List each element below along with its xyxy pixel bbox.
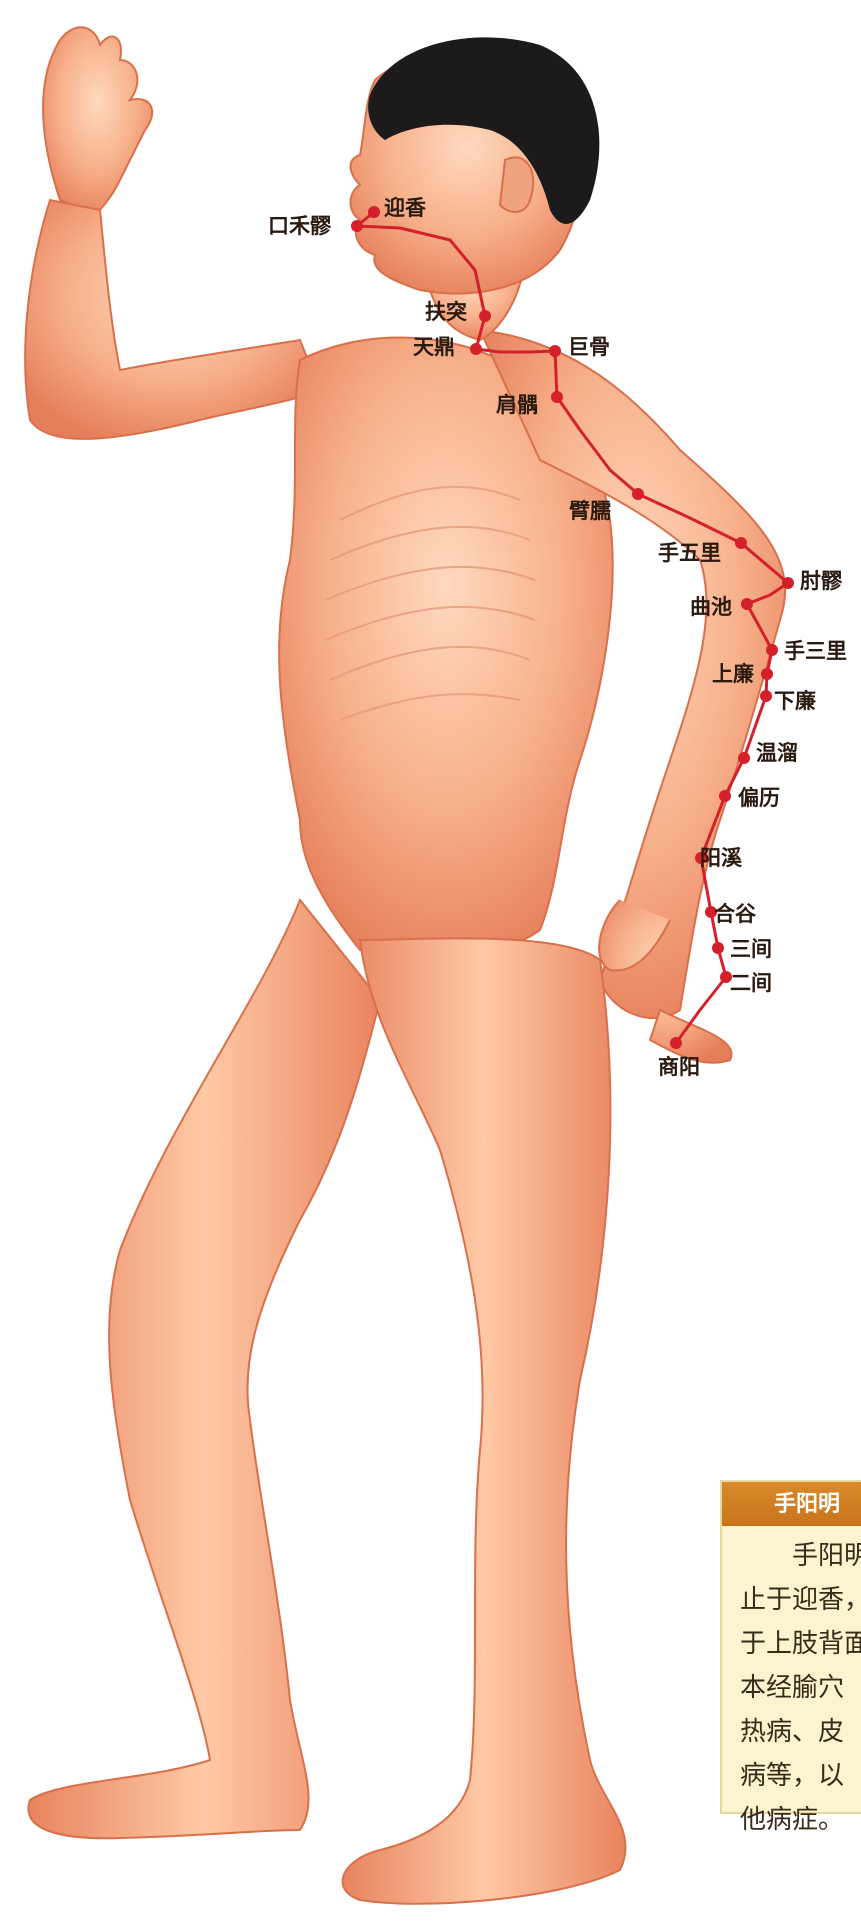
info-card-line: 本经腧穴 bbox=[740, 1666, 861, 1710]
acupoint-dot bbox=[670, 1037, 682, 1049]
label-hegu: 合谷 bbox=[714, 903, 756, 924]
info-card-line: 病等，以 bbox=[740, 1754, 861, 1798]
label-erjian: 二间 bbox=[730, 972, 772, 993]
acupoint-dot bbox=[782, 577, 794, 589]
acupoint-dot bbox=[479, 310, 491, 322]
acupoint-dot bbox=[368, 206, 380, 218]
acupoint-dot bbox=[735, 537, 747, 549]
info-card-line: 热病、皮 bbox=[740, 1710, 861, 1754]
label-quchi: 曲池 bbox=[690, 596, 732, 617]
info-card-title: 手阳明 bbox=[722, 1482, 861, 1526]
info-card-line: 于上肢背面 bbox=[740, 1622, 861, 1666]
label-yingxiang: 迎香 bbox=[384, 197, 426, 218]
label-yangxi: 阳溪 bbox=[700, 847, 742, 868]
acupoint-dot bbox=[766, 644, 778, 656]
back-leg bbox=[28, 900, 380, 1838]
label-pianli: 偏历 bbox=[738, 787, 780, 808]
info-card-line: 他病症。 bbox=[740, 1798, 861, 1842]
acupoint-dot bbox=[738, 752, 750, 764]
label-kouheliao: 口禾髎 bbox=[268, 215, 331, 236]
label-shouwuli: 手五里 bbox=[658, 542, 721, 563]
info-card-line: 止于迎香， bbox=[740, 1578, 861, 1622]
acupoint-dot bbox=[760, 690, 772, 702]
front-leg bbox=[343, 938, 626, 1903]
label-sanjian: 三间 bbox=[730, 938, 772, 959]
info-card: 手阳明 手阳明 止于迎香， 于上肢背面 本经腧穴 热病、皮 病等，以 他病症。 bbox=[720, 1480, 861, 1814]
acupoint-dot bbox=[712, 942, 724, 954]
info-card-line: 手阳明 bbox=[740, 1534, 861, 1578]
label-shanglian: 上廉 bbox=[712, 663, 754, 684]
label-xialian: 下廉 bbox=[774, 690, 816, 711]
acupoint-dot bbox=[551, 391, 563, 403]
acupoint-dot bbox=[719, 790, 731, 802]
acupoint-dot bbox=[470, 343, 482, 355]
label-binao: 臂臑 bbox=[569, 500, 611, 521]
acupoint-dot bbox=[549, 345, 561, 357]
acupoint-dot bbox=[632, 488, 644, 500]
acupoint-dot bbox=[761, 668, 773, 680]
acupoint-dot bbox=[351, 220, 363, 232]
acupoint-dot bbox=[741, 598, 753, 610]
label-futu: 扶突 bbox=[425, 301, 467, 322]
ear bbox=[500, 157, 533, 212]
label-shangyang: 商阳 bbox=[658, 1056, 700, 1077]
label-zhouliao: 肘髎 bbox=[800, 570, 842, 591]
label-shousanli: 手三里 bbox=[784, 640, 847, 661]
label-jianyu: 肩髃 bbox=[496, 394, 538, 415]
label-jugu: 巨骨 bbox=[568, 336, 610, 357]
label-tianding: 天鼎 bbox=[413, 336, 455, 357]
info-card-body: 手阳明 止于迎香， 于上肢背面 本经腧穴 热病、皮 病等，以 他病症。 bbox=[740, 1534, 861, 1842]
label-wenliu: 温溜 bbox=[756, 742, 798, 763]
